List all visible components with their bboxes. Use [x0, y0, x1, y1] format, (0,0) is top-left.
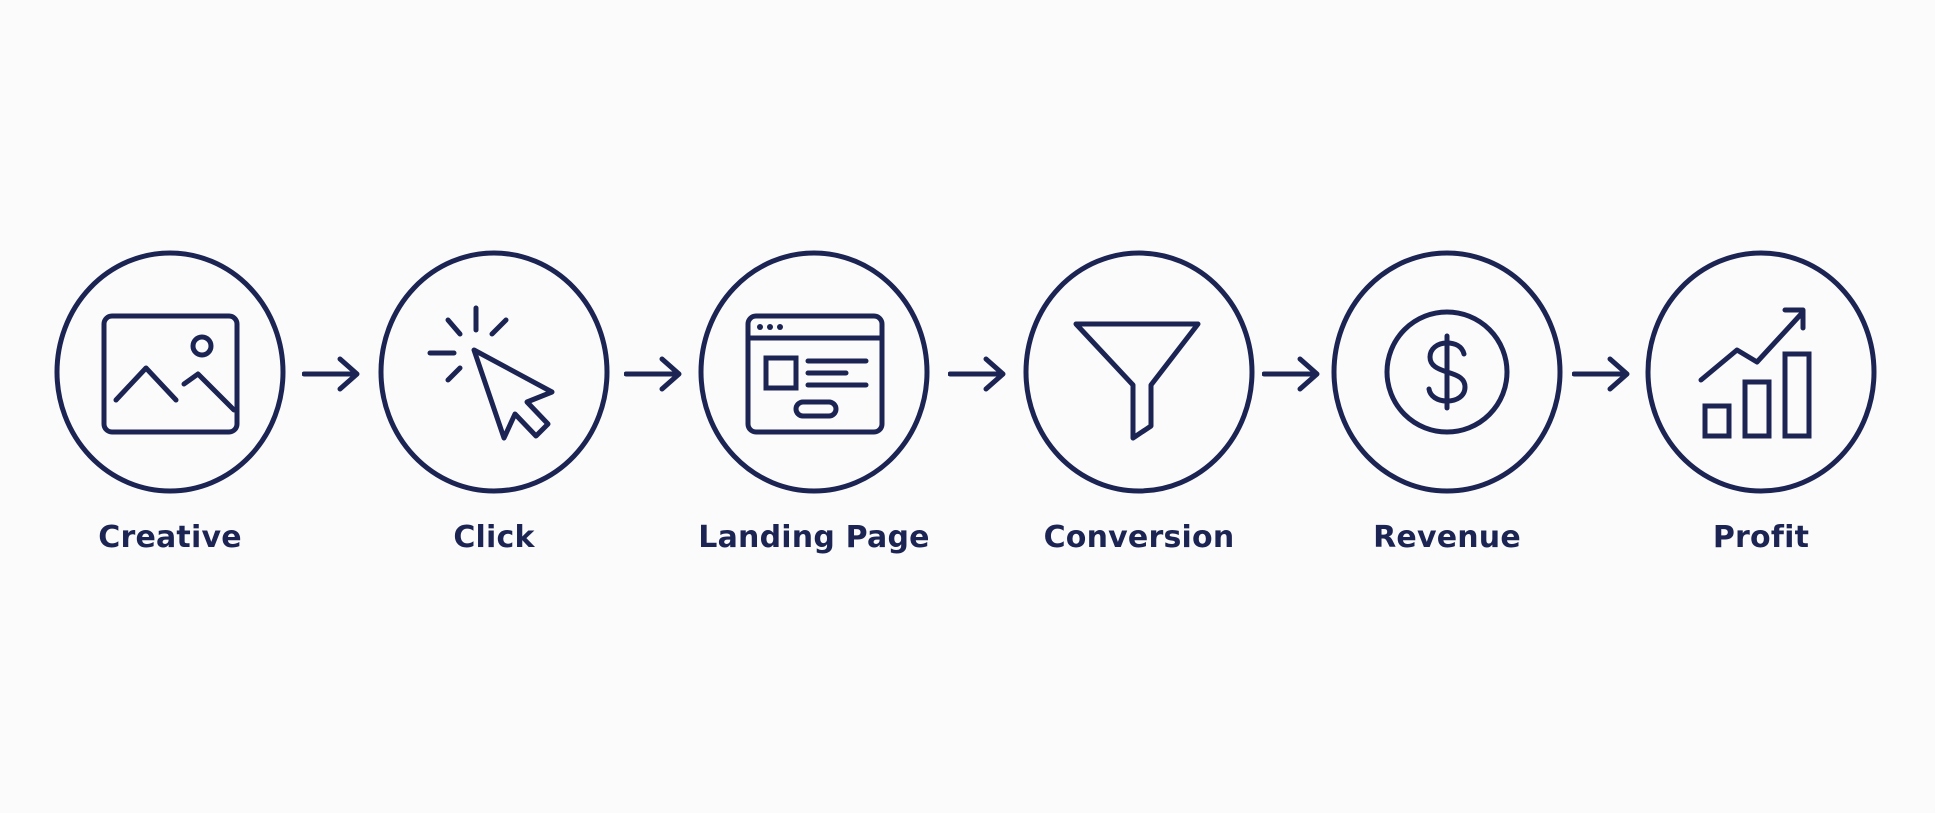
step-revenue — [1331, 250, 1563, 494]
step-label-landing-page: Landing Page — [698, 520, 930, 555]
cursor-click-icon — [378, 250, 610, 494]
step-label-creative: Creative — [98, 520, 242, 555]
step-landing-page — [698, 250, 930, 494]
browser-window-icon — [698, 250, 930, 494]
step-label-revenue: Revenue — [1373, 520, 1521, 555]
step-click — [378, 250, 610, 494]
arrow-right-icon — [302, 356, 360, 392]
funnel-icon — [1023, 250, 1255, 494]
dollar-coin-icon — [1331, 250, 1563, 494]
step-label-profit: Profit — [1712, 520, 1810, 555]
growth-chart-icon — [1645, 250, 1877, 494]
arrow-right-icon — [948, 356, 1006, 392]
arrow-right-icon — [1262, 356, 1320, 392]
arrow-right-icon — [1572, 356, 1630, 392]
image-icon — [54, 250, 286, 494]
step-conversion — [1023, 250, 1255, 494]
arrow-right-icon — [624, 356, 682, 392]
step-label-click: Click — [453, 520, 535, 555]
step-creative — [54, 250, 286, 494]
step-profit — [1645, 250, 1877, 494]
step-label-conversion: Conversion — [1043, 520, 1235, 555]
